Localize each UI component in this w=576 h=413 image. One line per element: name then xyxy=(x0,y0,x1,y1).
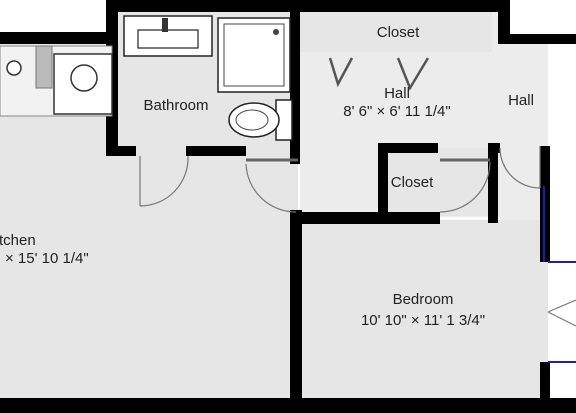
bedroom-label: Bedroom xyxy=(392,291,454,308)
closet-top-floor xyxy=(300,12,492,52)
bedroom-dimensions: 10' 10" × 11' 1 3/4" xyxy=(360,312,486,329)
shower xyxy=(217,17,291,93)
kitchen-label: tchen xyxy=(0,232,36,249)
closet-top-label: Closet xyxy=(376,24,420,41)
toilet xyxy=(228,99,293,141)
sink-drain-icon xyxy=(6,60,22,76)
hall-right-label: Hall xyxy=(508,92,534,109)
closet-door-icon xyxy=(328,57,430,91)
door-swing xyxy=(139,146,576,327)
stove xyxy=(53,53,113,115)
hall-label: Hall xyxy=(384,85,410,102)
bathroom-label: Bathroom xyxy=(143,97,209,114)
hall-dimensions: 8' 6" × 6' 11 1/4" xyxy=(343,103,451,120)
bedroom-floor xyxy=(300,220,548,400)
closet-mid-label: Closet xyxy=(390,174,434,191)
kitchen-cabinet xyxy=(35,45,53,89)
window xyxy=(543,186,576,363)
stove-burner-icon xyxy=(70,64,98,92)
bathroom-sink xyxy=(123,15,213,57)
kitchen-dimensions: × 15' 10 1/4" xyxy=(5,250,89,267)
